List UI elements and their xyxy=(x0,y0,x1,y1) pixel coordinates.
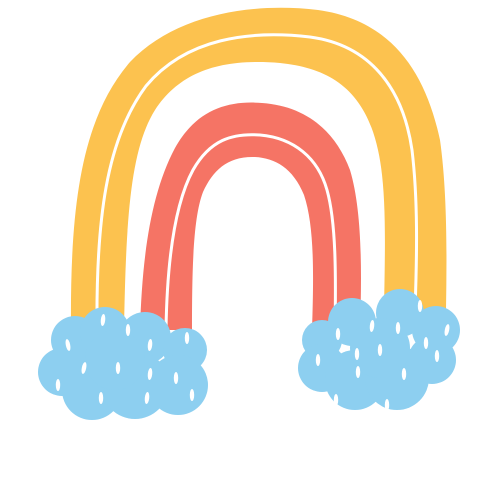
inner-arch-line xyxy=(164,133,337,332)
raindrop xyxy=(184,332,190,344)
outer-arch-line xyxy=(95,33,419,332)
raindrop xyxy=(384,399,390,411)
raindrop xyxy=(189,389,195,401)
raindrop xyxy=(147,368,153,380)
raindrop xyxy=(115,362,121,374)
raindrop xyxy=(125,324,131,336)
raindrop xyxy=(335,328,341,340)
raindrop xyxy=(315,354,321,366)
raindrop xyxy=(401,368,407,380)
raindrop xyxy=(144,392,150,404)
outer-arch xyxy=(70,7,447,331)
raindrop xyxy=(354,348,360,360)
raindrop xyxy=(98,392,104,404)
raindrop xyxy=(395,322,401,334)
raindrop xyxy=(100,314,106,326)
raindrop xyxy=(417,300,423,312)
raindrop xyxy=(81,362,87,374)
raindrop xyxy=(355,366,361,378)
raindrop xyxy=(65,339,71,351)
raindrop xyxy=(55,379,61,391)
left-cloud xyxy=(38,307,208,420)
raindrop xyxy=(377,344,383,356)
raindrop xyxy=(173,372,179,384)
raindrop xyxy=(333,394,339,406)
raindrop xyxy=(147,339,153,351)
raindrops xyxy=(55,300,450,411)
raindrop xyxy=(369,320,375,332)
inner-arch xyxy=(140,102,361,330)
raindrop xyxy=(434,350,440,362)
right-cloud xyxy=(298,289,460,410)
raindrop xyxy=(444,324,450,336)
raindrop xyxy=(423,337,429,349)
